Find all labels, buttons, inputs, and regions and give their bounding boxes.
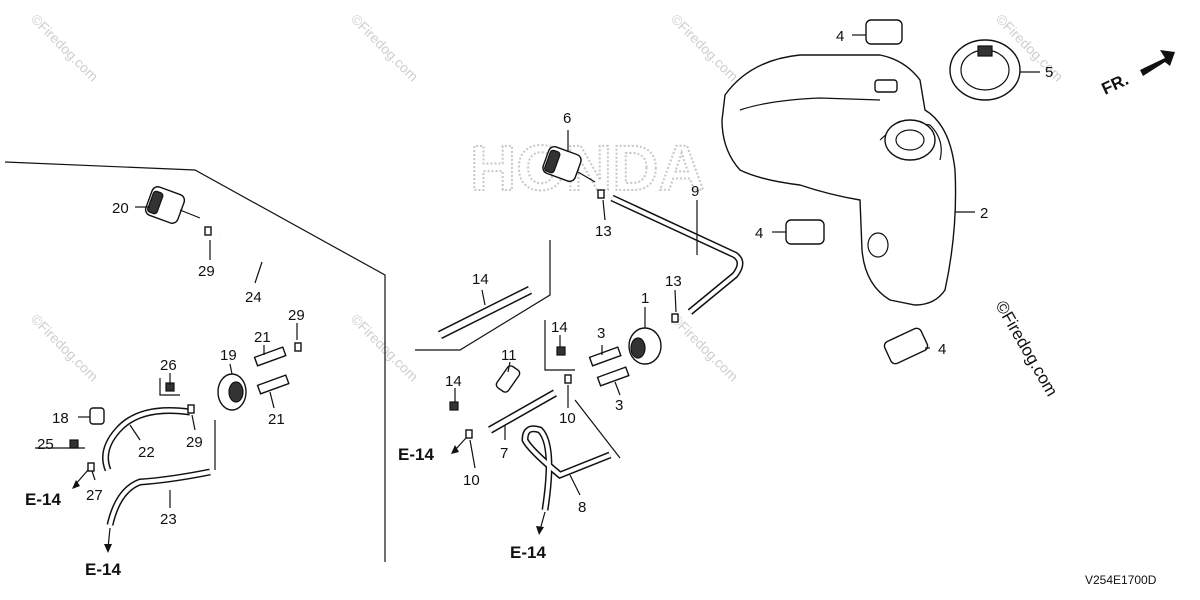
clip-13-lower [671, 313, 679, 323]
joint-20-lower [256, 374, 290, 395]
leader-lines [78, 34, 1040, 508]
clip-27 [87, 462, 95, 472]
fuel-cap-5 [949, 39, 1021, 101]
fuel-filter-6 [542, 146, 596, 183]
callout-9: 9 [691, 183, 699, 200]
callout-7: 7 [500, 445, 508, 462]
fuel-tube-9-inner [611, 196, 742, 314]
rod-7 [488, 389, 557, 434]
watermark-bold: ©Firedog.com [992, 298, 1062, 400]
callout-20-upper: 21 [254, 329, 271, 346]
fuel-tube-23-inner [108, 470, 211, 526]
callout-2: 2 [980, 205, 988, 222]
callout-1: 1 [641, 290, 649, 307]
callout-11: 11 [501, 347, 517, 364]
reference-e14-bottom: E-14 [510, 543, 546, 562]
watermark: ©Firedog.com [348, 11, 422, 85]
callout-10-lower: 10 [463, 472, 480, 489]
callout-14-upper: 14 [551, 319, 568, 336]
fuel-tube-8-inner [522, 426, 611, 511]
group-outline-16 [415, 240, 551, 351]
callout-20-lower: 21 [268, 411, 285, 428]
fuel-valve-19 [217, 373, 247, 411]
clip-13-upper [597, 189, 605, 199]
clip-10-upper [564, 374, 572, 384]
clip-25 [69, 439, 79, 449]
callout-13-upper: 13 [595, 223, 612, 240]
callout-4-top: 4 [836, 28, 844, 45]
front-label: FR. [1099, 70, 1132, 99]
joint-3-upper [588, 346, 622, 367]
callout-27: 27 [86, 487, 103, 504]
callout-25: 25 [37, 436, 54, 453]
fuel-tank-2 [721, 54, 957, 306]
fuel-tube-24-inner [219, 235, 346, 342]
callout-22: 22 [138, 444, 155, 461]
group-outline-26 [159, 378, 180, 396]
brand-watermark: HONDA [470, 132, 705, 204]
callout-23: 23 [160, 511, 177, 528]
callout-28-upper: 29 [198, 263, 215, 280]
watermark: ©Firedog.com [28, 311, 102, 385]
callout-19: 19 [220, 347, 237, 364]
mount-rubber-4-bottom [883, 327, 929, 365]
fuel-valve-1 [628, 327, 662, 365]
clip-28-lower [294, 342, 302, 352]
clip-14-lower [449, 401, 459, 411]
callout-3-lower: 3 [615, 397, 623, 414]
callout-26: 26 [160, 357, 177, 374]
callout-10-upper: 10 [559, 410, 576, 427]
callout-8: 8 [578, 499, 586, 516]
fuel-tube-22-inner [103, 408, 191, 471]
joint-3-lower [596, 366, 630, 387]
clip-29 [187, 404, 195, 414]
watermark: ©Firedog.com [668, 11, 742, 85]
callout-16: 14 [472, 271, 489, 288]
mount-rubber-4-top [865, 19, 903, 45]
callout-18: 18 [52, 410, 69, 427]
fuel-tube-22 [102, 406, 191, 472]
clip-10-lower [465, 429, 473, 439]
callout-4-bottom: 4 [938, 341, 946, 358]
callout-6: 6 [563, 110, 571, 127]
clip-14-upper [556, 346, 566, 356]
front-direction-arrow: FR. [1099, 50, 1175, 99]
sleeve-11 [495, 365, 521, 393]
reference-labels: E-14 E-14 E-14 E-14 [25, 445, 546, 579]
callout-21: 20 [112, 200, 129, 217]
fuel-tube-9 [610, 194, 744, 315]
callout-14-lower: 14 [445, 373, 462, 390]
cap-18 [89, 407, 105, 425]
callout-5: 5 [1045, 64, 1053, 81]
group-outline-left [4, 161, 386, 562]
mount-rubber-4-mid [785, 219, 825, 245]
fuel-tube-8 [521, 425, 612, 511]
watermark: ©Firedog.com [28, 11, 102, 85]
diagram-code: V254E1700D [1085, 573, 1157, 587]
reference-e14-left-upper: E-14 [25, 490, 61, 509]
callout-29: 29 [186, 434, 203, 451]
callout-13-lower: 13 [665, 273, 682, 290]
reference-e14-middle: E-14 [398, 445, 434, 464]
reference-e14-left-lower: E-14 [85, 560, 121, 579]
callouts: 20 29 24 29 21 19 26 21 18 22 29 25 27 2… [37, 28, 1053, 528]
watermark: ©Firedog.com [668, 311, 742, 385]
callout-24: 24 [245, 289, 262, 306]
callout-3-upper: 3 [597, 325, 605, 342]
group-outline-14 [544, 320, 575, 371]
rod-16 [437, 285, 533, 340]
fuel-tube-24 [219, 236, 345, 341]
fuel-filter-21 [144, 186, 201, 224]
reference-arrows [72, 437, 546, 553]
callout-4-mid: 4 [755, 225, 763, 242]
joint-20-upper [253, 346, 287, 367]
clip-28-upper [204, 226, 212, 236]
callout-28-lower: 29 [288, 307, 305, 324]
